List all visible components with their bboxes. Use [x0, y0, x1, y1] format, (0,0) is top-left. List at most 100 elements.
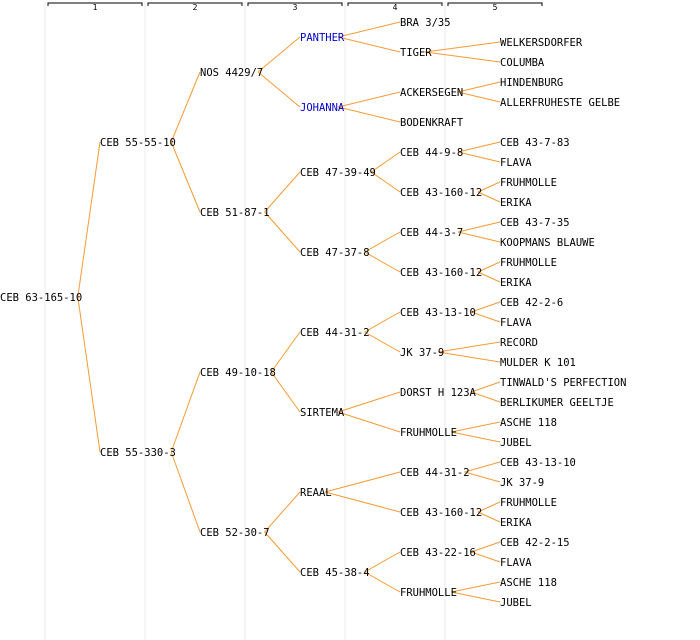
pedigree-link — [477, 181, 501, 193]
pedigree-node[interactable]: CEB 55-55-10 — [100, 137, 176, 149]
pedigree-node[interactable]: CEB 44-31-2 — [300, 327, 370, 339]
pedigree-node[interactable]: CEB 42-2-6 — [500, 297, 563, 309]
node-label: CEB 44-3-7 — [400, 227, 463, 239]
pedigree-node[interactable]: DORST H 123A — [400, 387, 477, 399]
pedigree-node[interactable]: BERLIKUMER GEELTJE — [500, 397, 614, 409]
pedigree-link — [364, 571, 401, 593]
pedigree-node[interactable]: KOOPMANS BLAUWE — [500, 237, 595, 249]
pedigree-node[interactable]: FRUHMOLLE — [500, 257, 557, 269]
pedigree-node[interactable]: ASCHE 118 — [500, 577, 557, 589]
pedigree-link — [264, 531, 301, 573]
pedigree-node[interactable]: JK 37-9 — [400, 347, 444, 359]
pedigree-link — [471, 541, 501, 553]
pedigree-node[interactable]: CEB 49-10-18 — [200, 367, 276, 379]
pedigree-node[interactable]: FRUHMOLLE — [400, 427, 457, 439]
pedigree-node[interactable]: CEB 43-7-83 — [500, 137, 570, 149]
pedigree-node[interactable]: FRUHMOLLE — [500, 497, 557, 509]
column-bracket — [447, 2, 543, 6]
pedigree-node[interactable]: CEB 42-2-15 — [500, 537, 570, 549]
node-label: ERIKA — [500, 517, 532, 529]
pedigree-node[interactable]: CEB 43-160-12 — [400, 507, 482, 519]
pedigree-node[interactable]: CEB 43-13-10 — [400, 307, 476, 319]
pedigree-node[interactable]: PANTHER — [300, 32, 345, 44]
pedigree-node[interactable]: CEB 47-37-8 — [300, 247, 370, 259]
pedigree-node[interactable]: CEB 43-22-16 — [400, 547, 476, 559]
pedigree-node[interactable]: TIGER — [400, 47, 432, 59]
node-label: CEB 55-55-10 — [100, 137, 176, 149]
pedigree-node[interactable]: RECORD — [500, 337, 538, 349]
pedigree-node[interactable]: JUBEL — [500, 437, 532, 449]
pedigree-node[interactable]: CEB 47-39-49 — [300, 167, 376, 179]
pedigree-node[interactable]: CEB 51-87-1 — [200, 207, 270, 219]
pedigree-link — [477, 261, 501, 273]
pedigree-node[interactable]: COLUMBA — [500, 57, 545, 69]
pedigree-node[interactable]: FRUHMOLLE — [500, 177, 557, 189]
column-number: 3 — [293, 3, 298, 12]
pedigree-node[interactable]: JUBEL — [500, 597, 532, 609]
pedigree-node[interactable]: ERIKA — [500, 517, 532, 529]
node-label: CEB 51-87-1 — [200, 207, 270, 219]
node-label: FLAVA — [500, 157, 532, 169]
pedigree-node[interactable]: CEB 43-7-35 — [500, 217, 570, 229]
pedigree-node[interactable]: NOS 4429/7 — [200, 67, 263, 79]
node-label: NOS 4429/7 — [200, 67, 263, 79]
pedigree-link — [264, 491, 301, 533]
pedigree-node[interactable]: ACKERSEGEN — [400, 87, 463, 99]
pedigree-node[interactable]: HINDENBURG — [500, 77, 563, 89]
pedigree-node[interactable]: CEB 44-3-7 — [400, 227, 463, 239]
pedigree-node[interactable]: CEB 44-9-8 — [400, 147, 463, 159]
pedigree-link — [264, 171, 301, 213]
pedigree-link — [170, 451, 201, 533]
pedigree-link — [477, 271, 501, 283]
node-label: CEB 44-31-2 — [400, 467, 470, 479]
pedigree-link — [364, 231, 401, 253]
tree-nodes: CEB 63-165-10 CEB 55-55-10 NOS 4429/7 PANTH… — [0, 17, 626, 609]
pedigree-link — [324, 491, 401, 513]
pedigree-node[interactable]: CEB 44-31-2 — [400, 467, 470, 479]
pedigree-node[interactable]: ERIKA — [500, 197, 532, 209]
pedigree-node[interactable]: JK 37-9 — [500, 477, 544, 489]
pedigree-node[interactable]: CEB 52-30-7 — [200, 527, 270, 539]
pedigree-node[interactable]: FLAVA — [500, 157, 532, 169]
pedigree-node[interactable]: CEB 45-38-4 — [300, 567, 370, 579]
pedigree-link — [270, 371, 301, 413]
pedigree-node[interactable]: ERIKA — [500, 277, 532, 289]
node-label: MULDER K 101 — [500, 357, 576, 369]
node-label: RECORD — [500, 337, 538, 349]
node-label: CEB 44-9-8 — [400, 147, 463, 159]
pedigree-node[interactable]: SIRTEMA — [300, 407, 345, 419]
pedigree-link — [477, 511, 501, 523]
column-bracket — [47, 2, 143, 6]
pedigree-node[interactable]: FRUHMOLLE — [400, 587, 457, 599]
node-label: FLAVA — [500, 317, 532, 329]
column-number: 5 — [493, 3, 498, 12]
pedigree-node[interactable]: TINWALD'S PERFECTION — [500, 377, 626, 389]
pedigree-link — [477, 191, 501, 203]
pedigree-node[interactable]: CEB 55-330-3 — [100, 447, 176, 459]
pedigree-node[interactable]: JOHANNA — [300, 102, 345, 114]
pedigree-link — [471, 311, 501, 323]
pedigree-link — [457, 91, 501, 103]
pedigree-link — [77, 141, 101, 298]
pedigree-node[interactable]: ALLERFRUHESTE GELBE — [500, 97, 620, 109]
node-label: ASCHE 118 — [500, 577, 557, 589]
pedigree-node[interactable]: FLAVA — [500, 557, 532, 569]
pedigree-node[interactable]: MULDER K 101 — [500, 357, 576, 369]
pedigree-link — [170, 371, 201, 453]
pedigree-node[interactable]: BRA 3/35 — [400, 17, 451, 29]
node-label: DORST H 123A — [400, 387, 477, 399]
pedigree-node[interactable]: WELKERSDORFER — [500, 37, 583, 49]
node-label: WELKERSDORFER — [500, 37, 583, 49]
pedigree-node[interactable]: CEB 63-165-10 — [0, 292, 82, 304]
pedigree-node[interactable]: CEB 43-160-12 — [400, 267, 482, 279]
pedigree-node[interactable]: CEB 43-160-12 — [400, 187, 482, 199]
pedigree-node[interactable]: ASCHE 118 — [500, 417, 557, 429]
pedigree-node[interactable]: FLAVA — [500, 317, 532, 329]
pedigree-link — [438, 341, 501, 353]
pedigree-link — [257, 36, 301, 73]
pedigree-node[interactable]: REAAL — [300, 487, 332, 499]
pedigree-link — [364, 331, 401, 353]
pedigree-node[interactable]: BODENKRAFT — [400, 117, 464, 129]
pedigree-node[interactable]: CEB 43-13-10 — [500, 457, 576, 469]
